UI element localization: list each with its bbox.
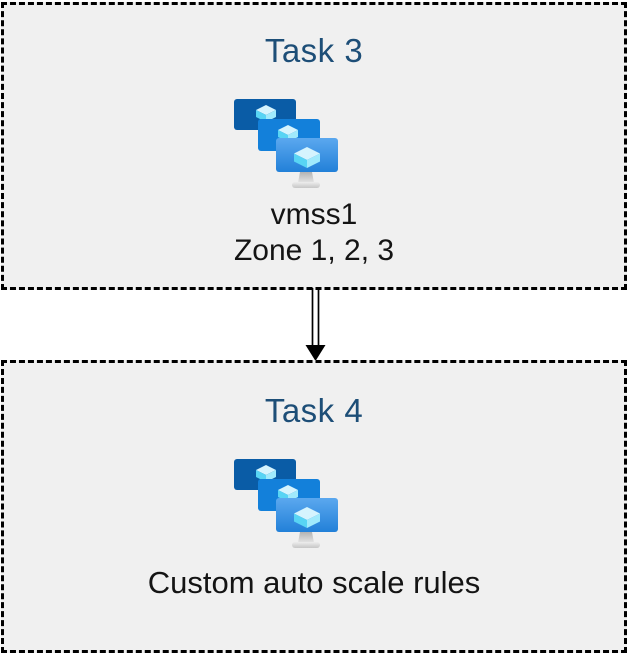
task4-title: Task 4	[264, 392, 364, 429]
task3-caption: vmss1 Zone 1, 2, 3	[234, 197, 394, 269]
zone-label: Zone 1, 2, 3	[233, 234, 395, 267]
flow-arrow-icon	[305, 288, 326, 361]
vmss-icon	[234, 99, 338, 189]
vmss-icon	[234, 459, 338, 549]
vmss-name-label: vmss1	[270, 198, 358, 231]
task4-caption: Custom auto scale rules	[148, 565, 481, 601]
task4-box: Task 4 Custom auto scale rules	[1, 360, 627, 653]
task3-box: Task 3 vmss1 Zone 1, 2, 3	[1, 2, 627, 290]
task3-title: Task 3	[264, 32, 364, 69]
autoscale-rules-label: Custom auto scale rules	[147, 565, 481, 600]
